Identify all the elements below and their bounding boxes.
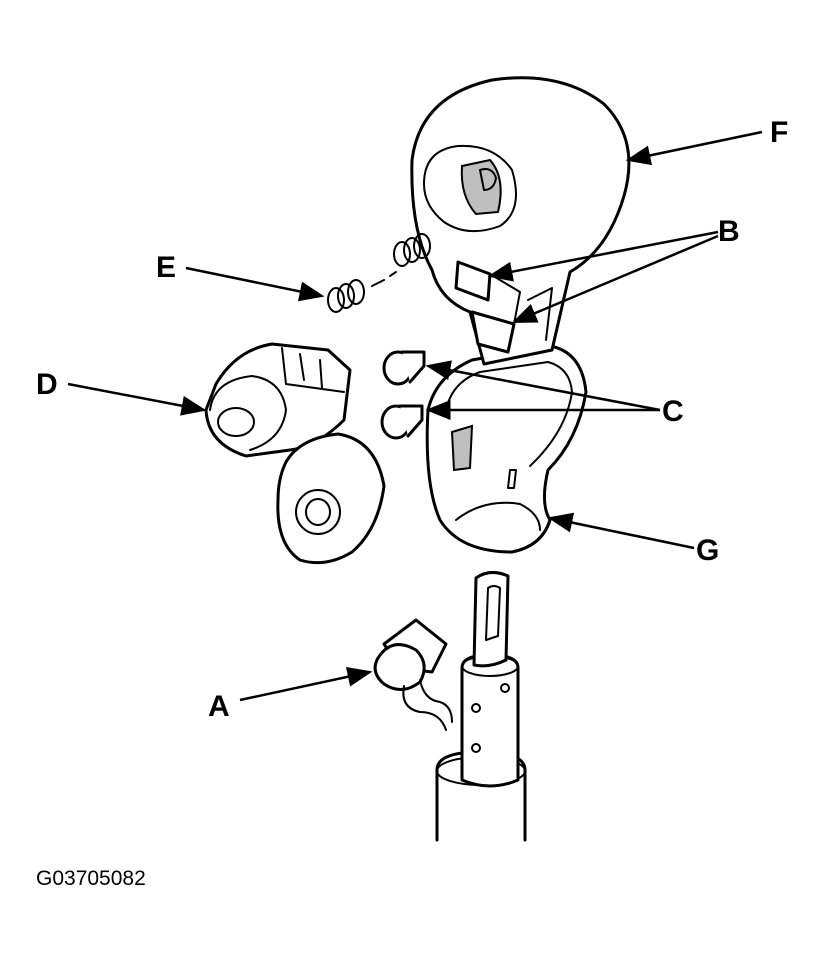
- callout-e: E: [156, 251, 176, 284]
- callout-a: A: [208, 690, 230, 723]
- callout-f: F: [770, 116, 788, 149]
- leader-g: [547, 512, 695, 550]
- callout-d: D: [36, 368, 58, 401]
- part-g-lower-housing: [425, 344, 588, 554]
- leader-a: [239, 666, 373, 702]
- figure-code: G03705082: [36, 867, 146, 890]
- callout-g: G: [696, 534, 719, 567]
- callout-c: C: [662, 395, 684, 428]
- callout-b: B: [718, 215, 740, 248]
- leader-d: [67, 382, 207, 416]
- leader-f: [625, 130, 763, 166]
- part-f-upper-knob: [410, 76, 631, 366]
- shift-lever-shaft: [435, 571, 527, 842]
- leader-e: [185, 266, 325, 302]
- part-c-screws: [380, 350, 426, 440]
- leader-lines: [67, 130, 763, 702]
- leader-b-2: [511, 234, 719, 324]
- part-e-spring: [327, 233, 431, 313]
- leader-c-1: [425, 360, 661, 412]
- part-a-switch: [373, 618, 453, 731]
- part-d-cover: [276, 432, 386, 565]
- leader-b-1: [487, 230, 719, 282]
